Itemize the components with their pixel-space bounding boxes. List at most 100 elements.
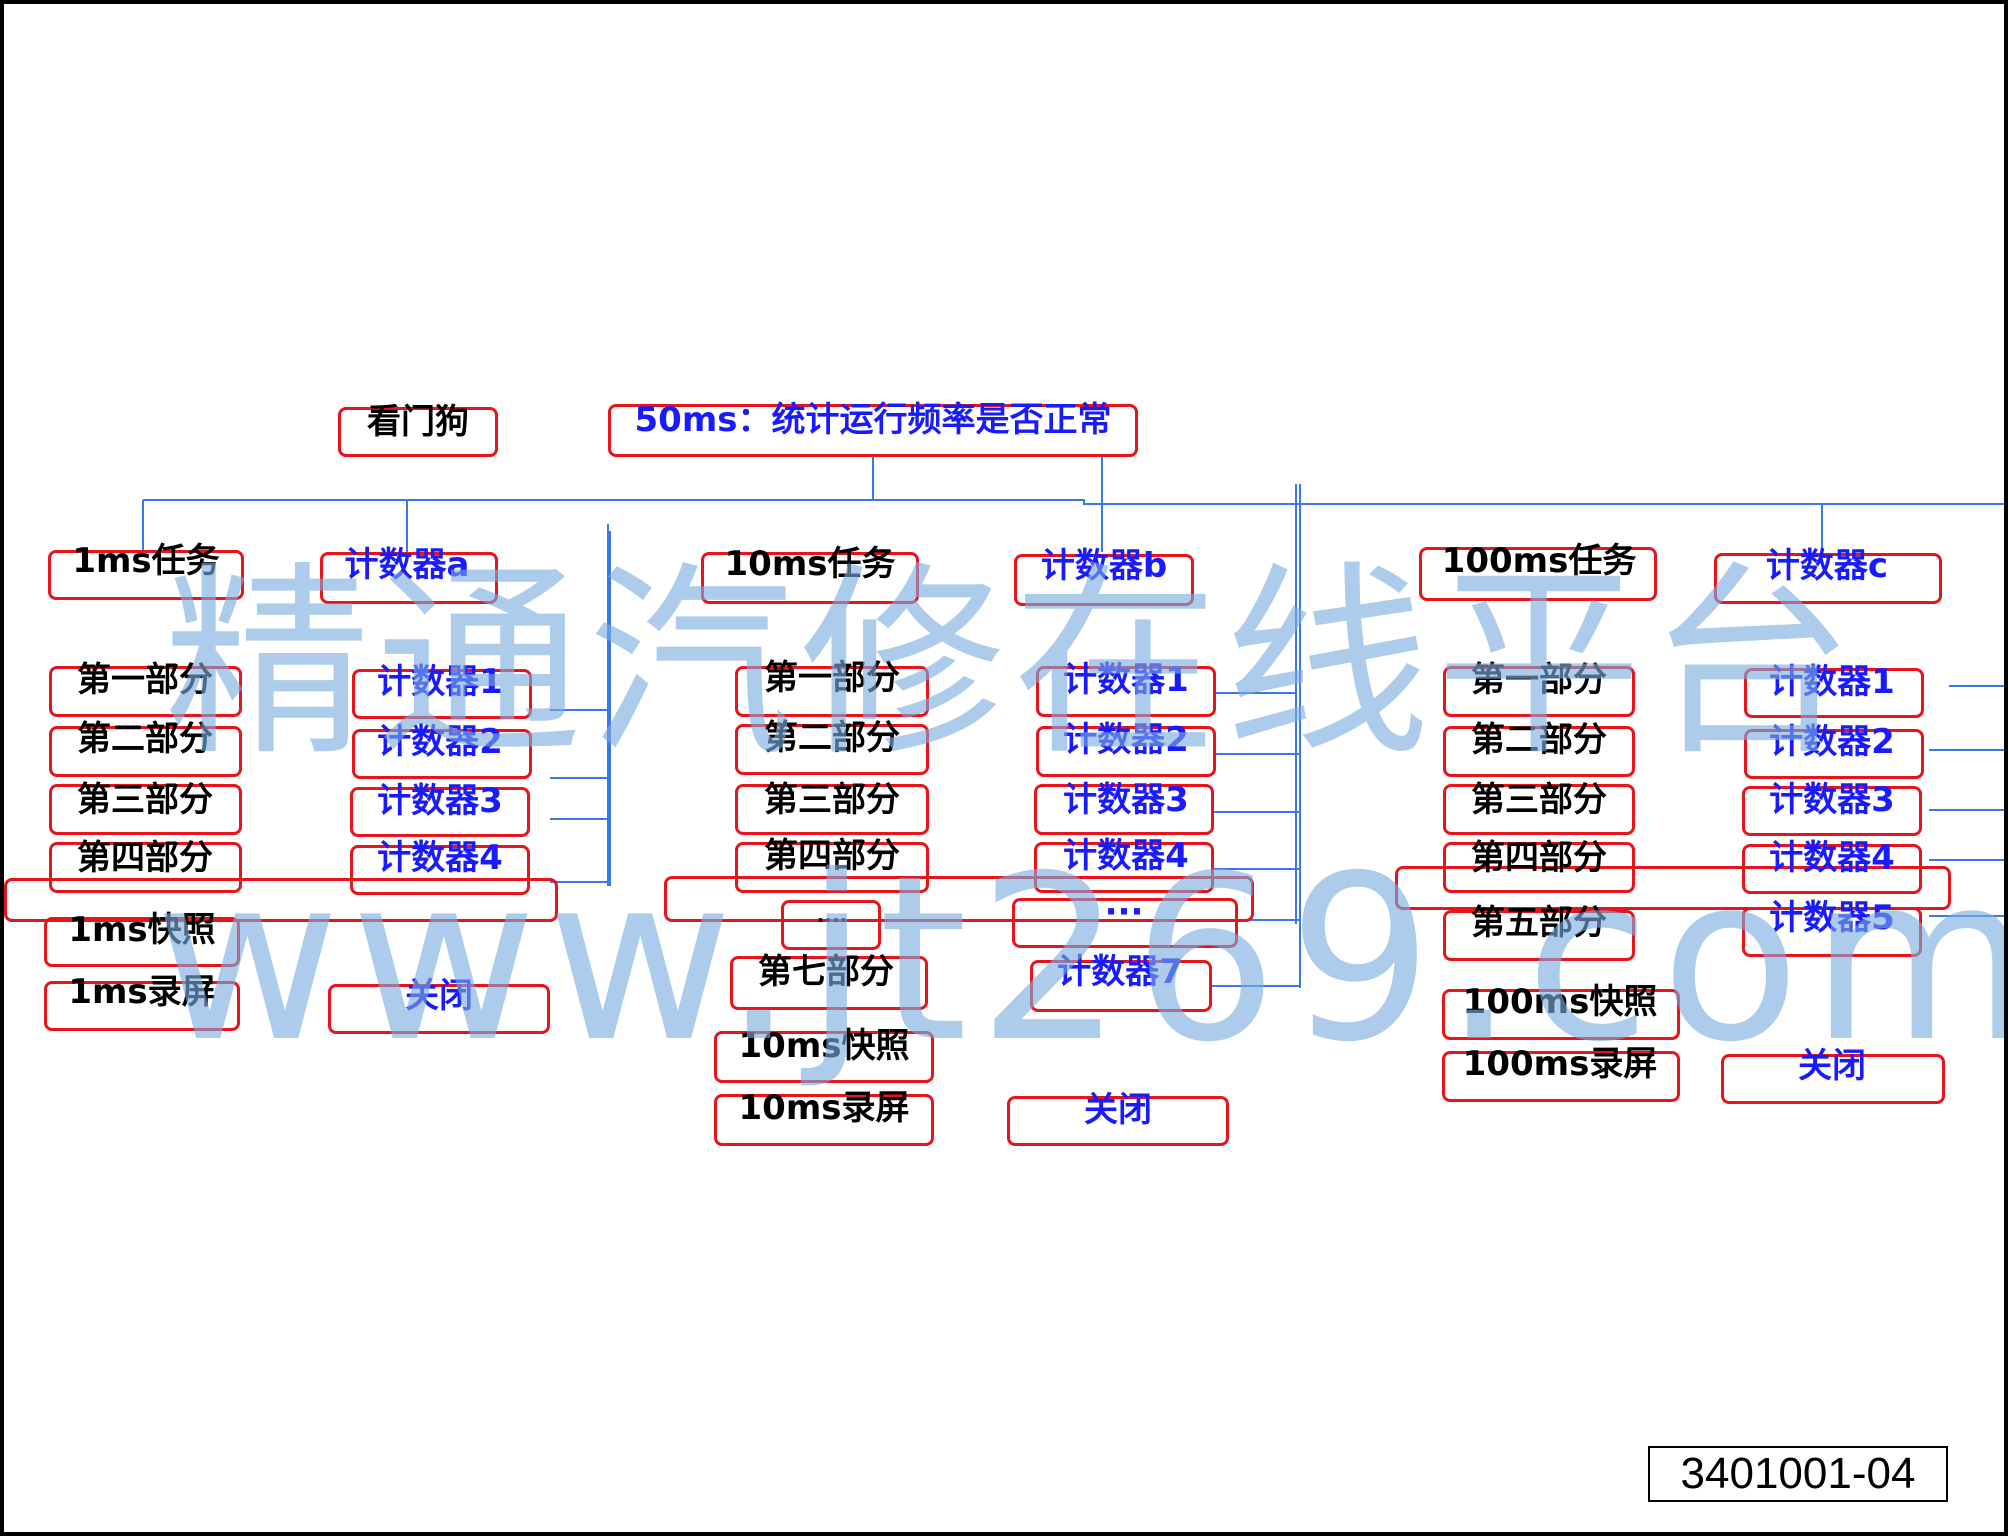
part-10ms-1-box [735, 666, 929, 717]
task-100ms-box [1419, 547, 1657, 601]
counter-10ms-1-label: 计数器1 [1063, 660, 1189, 700]
snapshot-1ms-label: 1ms快照 [68, 910, 216, 950]
record-100ms-label: 100ms录屏 [1462, 1044, 1658, 1084]
task-1ms-box [48, 550, 244, 600]
snapshot-1ms-box [44, 917, 240, 967]
counter-10ms-2-label: 计数器2 [1063, 720, 1189, 760]
wide-10ms-box [664, 876, 1254, 922]
counter-100ms-4-label: 计数器4 [1769, 838, 1895, 878]
counter-1ms-4-label: 计数器4 [377, 838, 503, 878]
counter-c-box [1714, 553, 1942, 604]
part-1ms-4-label: 第四部分 [77, 838, 213, 878]
close-1ms-label: 关闭 [405, 976, 473, 1016]
part-1ms-4-box [49, 842, 242, 893]
record-100ms-box [1442, 1051, 1680, 1102]
record-10ms-label: 10ms录屏 [738, 1088, 910, 1128]
task-10ms-label: 10ms任务 [724, 544, 896, 584]
counter-b-label: 计数器b [1040, 546, 1168, 586]
part-1ms-1-box [49, 666, 242, 717]
monitor-50ms-box [608, 404, 1138, 457]
counter-1ms-1-box [352, 669, 532, 719]
part-10ms-4-box [735, 842, 929, 893]
counter-a-label: 计数器a [344, 545, 470, 585]
part-1ms-1-label: 第一部分 [77, 660, 213, 700]
part-10ms-2-box [735, 724, 929, 775]
task-1ms-label: 1ms任务 [72, 541, 220, 581]
counter-1ms-2-box [352, 729, 532, 779]
part-100ms-1-label: 第一部分 [1471, 660, 1607, 700]
record-10ms-box [714, 1094, 934, 1146]
part-100ms-1-box [1443, 666, 1635, 717]
wide-100ms-box [1395, 866, 1951, 910]
watchdog-box [338, 407, 498, 457]
part-100ms-3-label: 第三部分 [1471, 780, 1607, 820]
snapshot-10ms-label: 10ms快照 [738, 1026, 910, 1066]
counter-100ms-3-label: 计数器3 [1769, 780, 1895, 820]
counter-100ms-1-label: 计数器1 [1769, 662, 1895, 702]
part-10ms-3-box [735, 784, 929, 835]
ellipsis-10ms-left-label: ···· [816, 908, 848, 932]
counter-100ms-3-box [1742, 786, 1922, 836]
snapshot-10ms-box [714, 1031, 934, 1083]
figure-id: 3401001-04 [1648, 1446, 1948, 1502]
record-1ms-label: 1ms录屏 [68, 972, 216, 1012]
part-10ms-7-label: 第七部分 [758, 952, 894, 992]
part-100ms-3-box [1443, 784, 1635, 835]
snapshot-100ms-label: 100ms快照 [1462, 982, 1658, 1022]
counter-1ms-2-label: 计数器2 [377, 722, 503, 762]
part-10ms-2-label: 第二部分 [764, 718, 900, 758]
close-100ms-box [1721, 1054, 1945, 1104]
counter-10ms-7-box [1030, 960, 1212, 1012]
part-1ms-2-label: 第二部分 [77, 719, 213, 759]
close-1ms-box [328, 984, 550, 1034]
part-100ms-5-box [1443, 910, 1635, 961]
task-10ms-box [701, 552, 919, 604]
counter-10ms-3-box [1034, 784, 1214, 835]
task-100ms-label: 100ms任务 [1441, 541, 1637, 581]
close-100ms-label: 关闭 [1798, 1046, 1866, 1086]
part-1ms-2-box [49, 726, 242, 777]
ellipsis-10ms-right-label: ··· [1104, 892, 1144, 932]
connector-top-bus [143, 499, 2004, 505]
connector-10ms-counters [1210, 692, 1300, 987]
connector-lines [142, 457, 2004, 988]
part-10ms-1-label: 第一部分 [764, 658, 900, 698]
connector-100ms-counters [1929, 685, 2004, 917]
wide-1ms-box [4, 878, 558, 922]
part-100ms-4-label: 第四部分 [1471, 838, 1607, 878]
counter-100ms-2-label: 计数器2 [1769, 722, 1895, 762]
close-10ms-label: 关闭 [1084, 1090, 1152, 1130]
counter-100ms-5-label: 计数器5 [1769, 898, 1895, 938]
monitor-50ms-label: 50ms：统计运行频率是否正常 [634, 400, 1112, 440]
counter-1ms-3-box [350, 787, 530, 837]
part-1ms-3-label: 第三部分 [77, 780, 213, 820]
counter-1ms-3-label: 计数器3 [377, 781, 503, 821]
counter-100ms-4-box [1742, 844, 1922, 894]
counter-10ms-2-box [1036, 726, 1216, 777]
counter-10ms-4-label: 计数器4 [1063, 836, 1189, 876]
counter-10ms-3-label: 计数器3 [1063, 780, 1189, 820]
counter-100ms-2-box [1744, 729, 1924, 779]
part-10ms-4-label: 第四部分 [764, 836, 900, 876]
counter-b-box [1014, 554, 1194, 606]
counter-100ms-1-box [1744, 668, 1924, 718]
counter-c-label: 计数器c [1765, 546, 1889, 586]
snapshot-100ms-box [1442, 989, 1680, 1040]
part-1ms-3-box [49, 784, 242, 835]
close-10ms-box [1007, 1096, 1229, 1146]
counter-1ms-4-box [350, 845, 530, 895]
ellipsis-10ms-right-box [1012, 898, 1238, 948]
watchdog-label: 看门狗 [367, 402, 469, 442]
ellipsis-10ms-left-box [781, 900, 881, 950]
part-10ms-7-box [730, 956, 928, 1010]
record-1ms-box [44, 981, 240, 1031]
part-100ms-2-box [1443, 726, 1635, 777]
part-100ms-5-label: 第五部分 [1471, 903, 1607, 943]
connector-1ms-counters [550, 709, 608, 883]
counter-10ms-4-box [1034, 842, 1214, 893]
counter-10ms-1-box [1036, 666, 1216, 717]
counter-a-box [320, 552, 498, 604]
part-100ms-2-label: 第二部分 [1471, 720, 1607, 760]
counter-1ms-1-label: 计数器1 [377, 662, 503, 702]
